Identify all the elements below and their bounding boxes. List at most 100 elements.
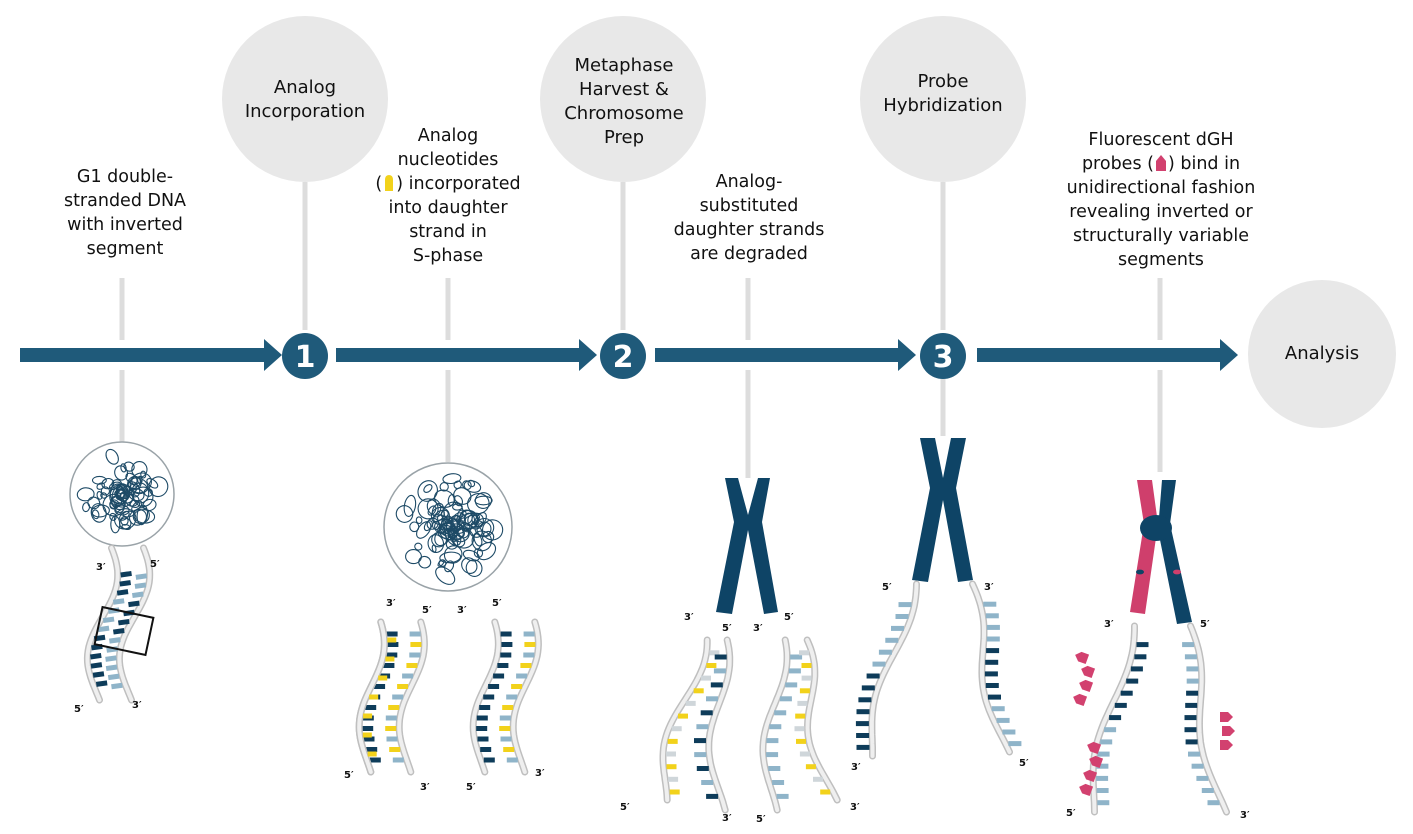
chromosome-probed (1130, 480, 1192, 624)
end-g1-3bot: 3′ (132, 700, 142, 711)
degraded-description: Analog- substituted daughter strands are… (660, 170, 838, 266)
end-f-3a: 3′ (1104, 619, 1114, 630)
chromatin-ball-sphase (383, 462, 513, 592)
degraded-right-inner (759, 636, 803, 814)
end-d-5c: 5′ (620, 802, 630, 813)
probed-strand-right (1182, 622, 1230, 816)
step-3-circle (860, 16, 1026, 182)
analog-line-5: strand in (409, 222, 487, 242)
end-f-5b: 5′ (1066, 808, 1076, 819)
probe-left-5 (1089, 755, 1104, 769)
probe-left-7 (1079, 783, 1094, 797)
end-s-5a: 5′ (422, 605, 432, 616)
single-strand-right (969, 580, 1022, 756)
end-g1-5top: 5′ (150, 559, 160, 570)
chromosome-step2 (716, 478, 778, 614)
probes-open-paren: probes ( (1081, 154, 1154, 174)
end-s-3b: 3′ (457, 605, 467, 616)
degraded-line-3: daughter strands (673, 220, 825, 240)
arrow-segment-2 (336, 339, 597, 371)
g1-line-3: with inverted (67, 215, 183, 235)
probe-left-2 (1079, 679, 1094, 693)
probes-line-2: probes ( ) bind in (1052, 152, 1270, 176)
analog-line-6: S-phase (412, 246, 484, 266)
end-p-5b: 5′ (1019, 758, 1029, 769)
strand-end-labels: 3′ 5′ 5′ 3′ 3′ 5′ 3′ 5′ 5′ 3′ 5′ 3′ 3′ 5… (74, 559, 1250, 825)
end-s-3c: 3′ (420, 782, 430, 793)
analog-close-paren: ) incorporated (396, 174, 521, 194)
end-d-3b: 3′ (753, 623, 763, 634)
arrow-segment-4 (977, 339, 1238, 371)
end-f-3b: 3′ (1240, 810, 1250, 821)
analog-description: Analog nucleotides ( ) incorporated into … (360, 124, 536, 268)
end-s-5c: 5′ (344, 770, 354, 781)
analog-line-1: Analog (417, 126, 479, 146)
degraded-line-4: are degraded (690, 244, 808, 264)
probe-left-6 (1083, 769, 1098, 783)
probes-description: Fluorescent dGH probes () bind in unidir… (1052, 128, 1270, 272)
end-d-5d: 5′ (756, 814, 766, 825)
probes-line-1: Fluorescent dGH (1088, 130, 1234, 150)
g1-line-1: G1 double- (76, 167, 174, 187)
probe-icon (1155, 155, 1166, 171)
timeline-arrows (20, 339, 1238, 371)
chromatin-ball-g1 (69, 441, 175, 547)
probes-line-6: segments (1118, 250, 1204, 270)
g1-line-4: segment (86, 239, 164, 259)
probed-strand-left (1089, 622, 1149, 816)
sphase-duplex-b-left (469, 618, 513, 776)
degraded-line-2: substituted (699, 196, 799, 216)
probes-line-5: structurally variable (1073, 226, 1249, 246)
arrow-segment-3 (655, 339, 916, 371)
analysis-circle (1248, 280, 1396, 428)
connector-lines (119, 182, 1163, 478)
probe-left-3 (1073, 693, 1088, 707)
degraded-right-outer (794, 636, 841, 804)
inverted-segment-box (93, 605, 155, 657)
g1-strand-right (105, 544, 154, 704)
probe-left-1 (1081, 665, 1096, 679)
dna-strands (83, 544, 1235, 816)
sphase-analog-a (355, 618, 397, 776)
step-1-label: Analog Incorporation (244, 77, 366, 122)
end-s-5b: 5′ (492, 598, 502, 609)
step-1-number: 1 (295, 340, 316, 375)
step-badge-3: 3 (920, 333, 966, 379)
step-2-number: 2 (613, 340, 634, 375)
end-d-5a: 5′ (722, 623, 732, 634)
step-1-circle (222, 16, 388, 182)
probe-right-0 (1220, 712, 1233, 722)
degraded-line-1: Analog- (715, 172, 783, 192)
step-badge-2: 2 (600, 333, 646, 379)
probe-right-1 (1222, 726, 1235, 736)
single-strand-left (855, 580, 920, 760)
analog-line-4: into daughter (388, 198, 508, 218)
end-p-5a: 5′ (882, 582, 892, 593)
end-p-3a: 3′ (984, 582, 994, 593)
step-2-circle (540, 16, 706, 182)
analog-line-3: ( ) incorporated (360, 172, 536, 196)
probes-close-paren: ) bind in (1167, 154, 1241, 174)
sphase-duplex-a-right (385, 618, 428, 776)
analog-line-2: nucleotides (397, 150, 499, 170)
analog-open-paren: ( (375, 174, 383, 194)
degraded-left-outer (659, 636, 720, 804)
end-s-3d: 3′ (535, 768, 545, 779)
end-g1-5bot: 5′ (74, 704, 84, 715)
arrow-segment-1 (20, 339, 282, 371)
end-g1-3top: 3′ (96, 562, 106, 573)
sphase-duplex-b-right (499, 618, 542, 776)
end-d-3a: 3′ (684, 612, 694, 623)
end-p-3b: 3′ (851, 762, 861, 773)
end-d-3c: 3′ (722, 813, 732, 824)
end-s-3a: 3′ (386, 598, 396, 609)
step-2-label: Metaphase Harvest & Chromosome Prep (564, 55, 684, 148)
analysis-label: Analysis (1284, 343, 1360, 364)
g1-line-2: stranded DNA (63, 191, 187, 211)
probe-right-2 (1220, 740, 1233, 750)
chromosome-step3 (912, 438, 973, 582)
probe-left-0 (1075, 651, 1090, 665)
step-3-label: Probe Hybridization (883, 71, 1003, 116)
